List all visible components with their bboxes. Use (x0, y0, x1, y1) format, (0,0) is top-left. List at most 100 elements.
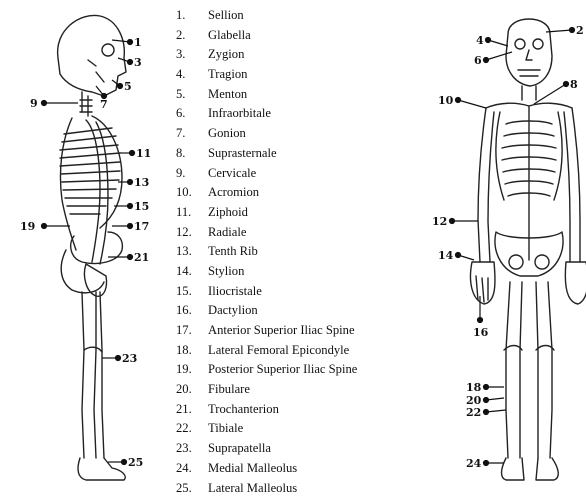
legend-item-number: 5. (176, 85, 208, 105)
front-callout-18: 18 (466, 381, 482, 394)
legend-item: 18.Lateral Femoral Epicondyle (176, 341, 436, 361)
legend-item-number: 8. (176, 144, 208, 164)
legend-item-number: 25. (176, 479, 208, 499)
side-callout-23: 23 (122, 352, 137, 365)
legend-item-number: 19. (176, 360, 208, 380)
legend-item: 25.Lateral Malleolus (176, 479, 436, 499)
front-leader-8 (534, 82, 569, 105)
side-leader-11 (120, 151, 135, 156)
side-callout-25: 25 (128, 456, 143, 469)
legend-item-name: Cervicale (208, 166, 256, 180)
legend-item: 14.Stylion (176, 262, 436, 282)
front-leader-10 (456, 98, 487, 109)
side-callout-7: 7 (100, 98, 108, 111)
legend-item-name: Anterior Superior Iliac Spine (208, 323, 355, 337)
front-callout-22: 22 (466, 406, 481, 419)
legend-item-name: Tragion (208, 67, 247, 81)
front-leader-24 (484, 461, 505, 466)
legend-item-name: Suprapatella (208, 441, 271, 455)
front-leader-12 (450, 219, 479, 224)
front-leader-18 (484, 385, 505, 390)
legend-item: 3.Zygion (176, 45, 436, 65)
legend-item-number: 9. (176, 164, 208, 184)
legend-item-name: Stylion (208, 264, 244, 278)
legend-item: 6.Infraorbitale (176, 104, 436, 124)
legend-item-number: 6. (176, 104, 208, 124)
side-leader-17 (112, 224, 133, 229)
legend-item-name: Medial Malleolus (208, 461, 297, 475)
front-leader-20 (484, 398, 505, 403)
side-callout-3: 3 (134, 56, 142, 69)
front-leader-14 (456, 253, 475, 261)
front-callout-8: 8 (570, 78, 578, 91)
legend-item-number: 22. (176, 419, 208, 439)
legend-item-number: 16. (176, 301, 208, 321)
legend-item-number: 12. (176, 223, 208, 243)
front-leader-22 (484, 410, 507, 415)
side-callout-21: 21 (134, 251, 149, 264)
side-view-skeleton (58, 15, 126, 480)
side-leader-9 (42, 101, 79, 106)
side-callout-17: 17 (134, 220, 149, 233)
legend-item-name: Suprasternale (208, 146, 277, 160)
front-leader-4 (486, 38, 509, 47)
legend-item-number: 23. (176, 439, 208, 459)
front-callout-14: 14 (438, 249, 454, 262)
legend-item-name: Tenth Rib (208, 244, 258, 258)
legend-item-name: Lateral Malleolus (208, 481, 297, 495)
side-leader-19 (42, 224, 71, 229)
legend-item-number: 3. (176, 45, 208, 65)
legend-item: 8.Suprasternale (176, 144, 436, 164)
side-leader-25 (108, 460, 127, 465)
legend-item-name: Radiale (208, 225, 246, 239)
front-callout-4: 4 (476, 34, 484, 47)
legend-item-number: 4. (176, 65, 208, 85)
side-leader-21 (108, 255, 133, 260)
legend-item-name: Ziphoid (208, 205, 248, 219)
front-callout-24: 24 (466, 457, 482, 470)
legend-item-number: 15. (176, 282, 208, 302)
side-leader-23 (102, 356, 121, 361)
legend-item-number: 17. (176, 321, 208, 341)
legend-item-name: Infraorbitale (208, 106, 271, 120)
legend-item-name: Gonion (208, 126, 246, 140)
legend-item: 9.Cervicale (176, 164, 436, 184)
legend-item: 16.Dactylion (176, 301, 436, 321)
legend-item-name: Zygion (208, 47, 244, 61)
side-callout-13: 13 (134, 176, 149, 189)
legend-item: 10.Acromion (176, 183, 436, 203)
front-callout-16: 16 (473, 326, 489, 339)
legend-item: 7.Gonion (176, 124, 436, 144)
front-callout-6: 6 (474, 54, 482, 67)
legend-item-name: Glabella (208, 28, 251, 42)
front-callout-numbers: 2 4 6 8 10 12 14 16 18 20 22 24 (432, 24, 584, 470)
legend-item-number: 18. (176, 341, 208, 361)
legend-item-name: Trochanterion (208, 402, 279, 416)
legend-item-number: 24. (176, 459, 208, 479)
legend-item-number: 21. (176, 400, 208, 420)
legend-item: 17.Anterior Superior Iliac Spine (176, 321, 436, 341)
side-callout-15: 15 (134, 200, 149, 213)
legend-item-number: 1. (176, 6, 208, 26)
legend-item-number: 7. (176, 124, 208, 144)
legend-item: 24.Medial Malleolus (176, 459, 436, 479)
legend-item-name: Sellion (208, 8, 244, 22)
legend-item: 21.Trochanterion (176, 400, 436, 420)
legend-item-name: Lateral Femoral Epicondyle (208, 343, 349, 357)
legend-item-number: 2. (176, 26, 208, 46)
side-leader-13 (118, 180, 133, 185)
side-callout-19: 19 (20, 220, 35, 233)
front-leader-2 (546, 28, 575, 33)
legend-item: 1.Sellion (176, 6, 436, 26)
legend-item-name: Iliocristale (208, 284, 262, 298)
legend-item-name: Dactylion (208, 303, 258, 317)
front-callout-10: 10 (438, 94, 454, 107)
legend-item-name: Posterior Superior Iliac Spine (208, 362, 357, 376)
side-callout-1: 1 (134, 36, 142, 49)
side-callout-numbers: 1 3 5 7 9 11 13 15 17 19 21 23 25 (20, 36, 151, 469)
front-callout-2: 2 (576, 24, 584, 37)
legend-item: 19.Posterior Superior Iliac Spine (176, 360, 436, 380)
legend-item: 13.Tenth Rib (176, 242, 436, 262)
